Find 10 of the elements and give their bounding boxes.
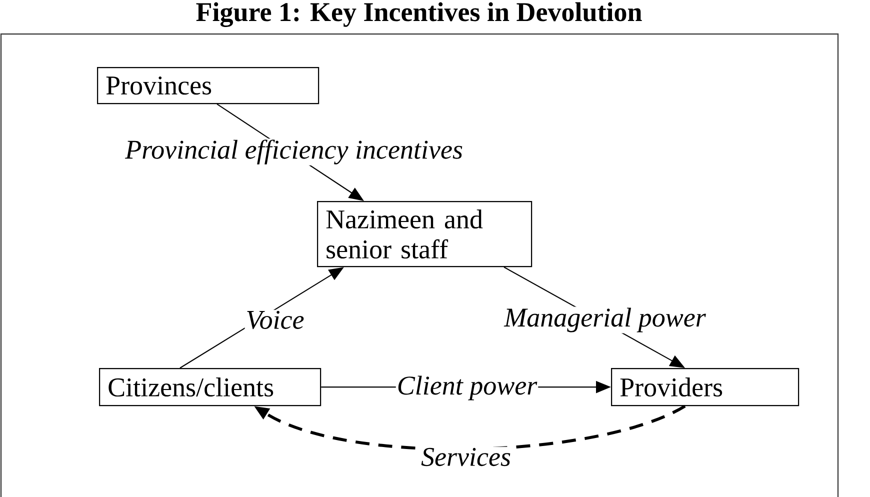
edge-label: Client power xyxy=(396,374,538,402)
text-box: Provinces xyxy=(97,67,320,104)
edge-label: Voice xyxy=(244,310,306,330)
text-box: Citizens/clients xyxy=(99,368,322,406)
text-box: Providers xyxy=(611,368,800,406)
text-box: Nazimeen and senior staff xyxy=(317,201,532,268)
edge-label: Managerial power xyxy=(503,306,707,334)
figure-title: Figure 1: Key Incentives in Devolution xyxy=(196,2,642,27)
edge-label: Services xyxy=(420,446,512,468)
edge-label: Provincial efficiency incentives xyxy=(124,138,464,166)
